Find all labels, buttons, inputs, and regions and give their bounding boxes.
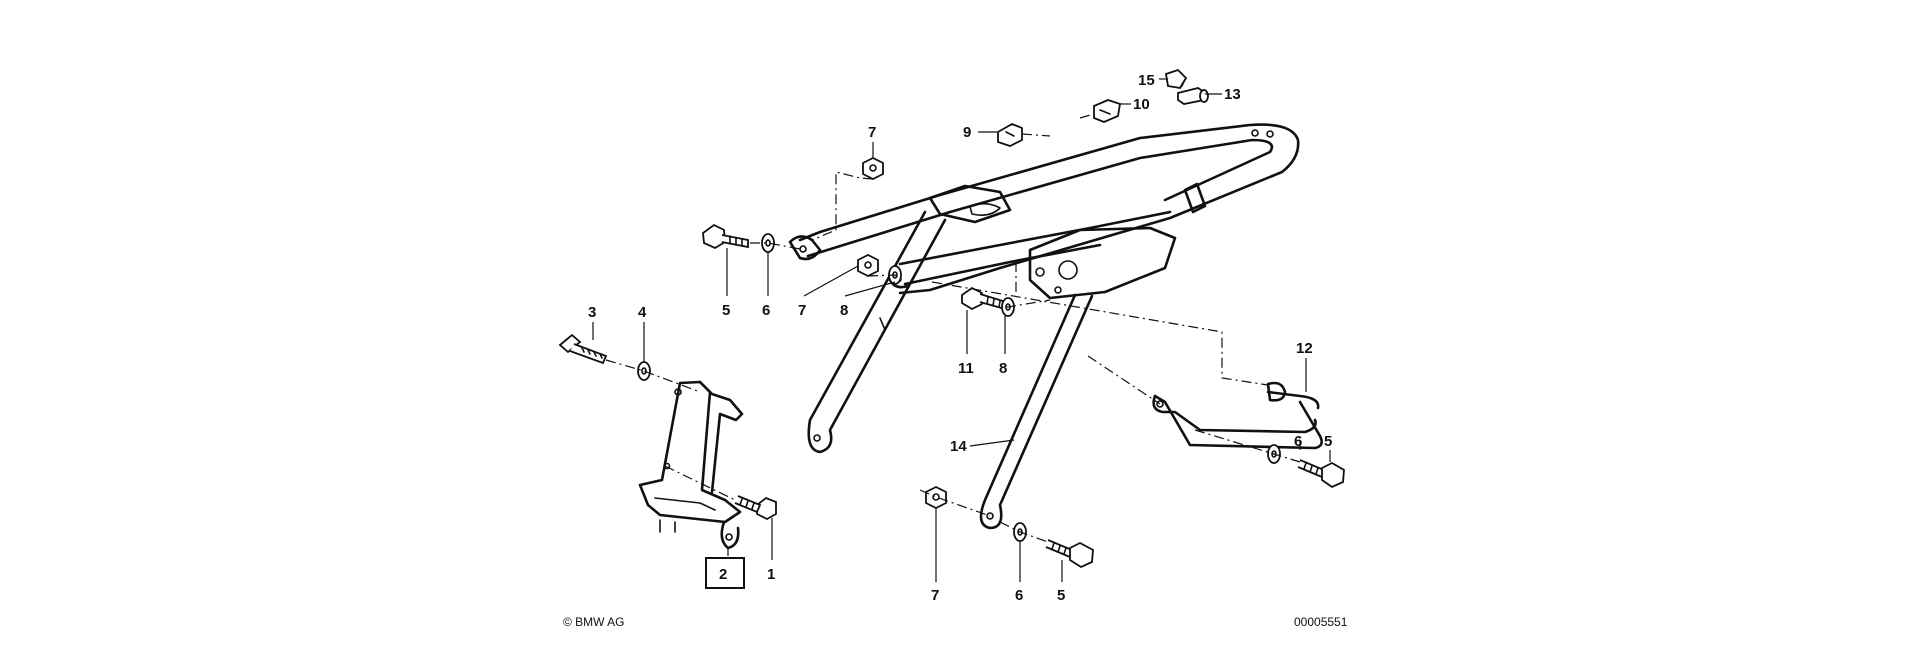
callout-4: 4 <box>638 304 647 321</box>
callout-7: 7 <box>798 302 806 319</box>
bolt-icon <box>1297 459 1345 489</box>
callout-5: 5 <box>722 302 730 319</box>
callout-10: 10 <box>1133 96 1150 113</box>
bolt-icon <box>1177 87 1209 105</box>
callout-6: 6 <box>1015 587 1023 604</box>
assembly-lines <box>605 77 1301 543</box>
callout-8: 8 <box>840 302 848 319</box>
bolt-icon <box>961 286 1007 311</box>
callout-5: 5 <box>1324 433 1332 450</box>
callout-3: 3 <box>588 304 596 321</box>
callout-6: 6 <box>1294 433 1302 450</box>
washer-icon <box>637 361 651 381</box>
callout-2: 2 <box>719 566 727 583</box>
bracket-2 <box>638 380 744 550</box>
washer-icon <box>761 233 775 253</box>
callout-7: 7 <box>931 587 939 604</box>
callout-7: 7 <box>868 124 876 141</box>
bolt-icon <box>734 495 777 521</box>
nut-icon <box>925 485 947 510</box>
callout-5: 5 <box>1057 587 1065 604</box>
nut-icon <box>862 156 884 181</box>
bracket-12 <box>1152 381 1323 450</box>
callout-8: 8 <box>999 360 1007 377</box>
callout-13: 13 <box>1224 86 1241 103</box>
copyright-notice: © BMW AG <box>563 615 625 629</box>
callout-9: 9 <box>963 124 971 141</box>
clip-icon <box>1093 99 1122 123</box>
rear-frame <box>788 123 1300 530</box>
callout-6: 6 <box>762 302 770 319</box>
diagram-number: 00005551 <box>1294 615 1348 629</box>
callout-11: 11 <box>958 360 974 377</box>
bolt-icon <box>1045 539 1094 569</box>
callout-15: 15 <box>1138 72 1155 89</box>
callout-1: 1 <box>767 566 775 583</box>
clip-icon <box>997 123 1023 147</box>
callout-labels: 15 13 10 9 7 5 6 7 8 11 8 3 4 12 14 6 5 … <box>588 72 1332 604</box>
callout-12: 12 <box>1296 340 1313 357</box>
bolt-icon <box>702 223 749 250</box>
bolt-icon <box>558 333 608 365</box>
hardware <box>558 68 1345 569</box>
nut-icon <box>857 253 879 278</box>
callout-14: 14 <box>950 438 967 455</box>
callout-box <box>705 557 745 589</box>
leader-lines <box>592 78 1331 582</box>
